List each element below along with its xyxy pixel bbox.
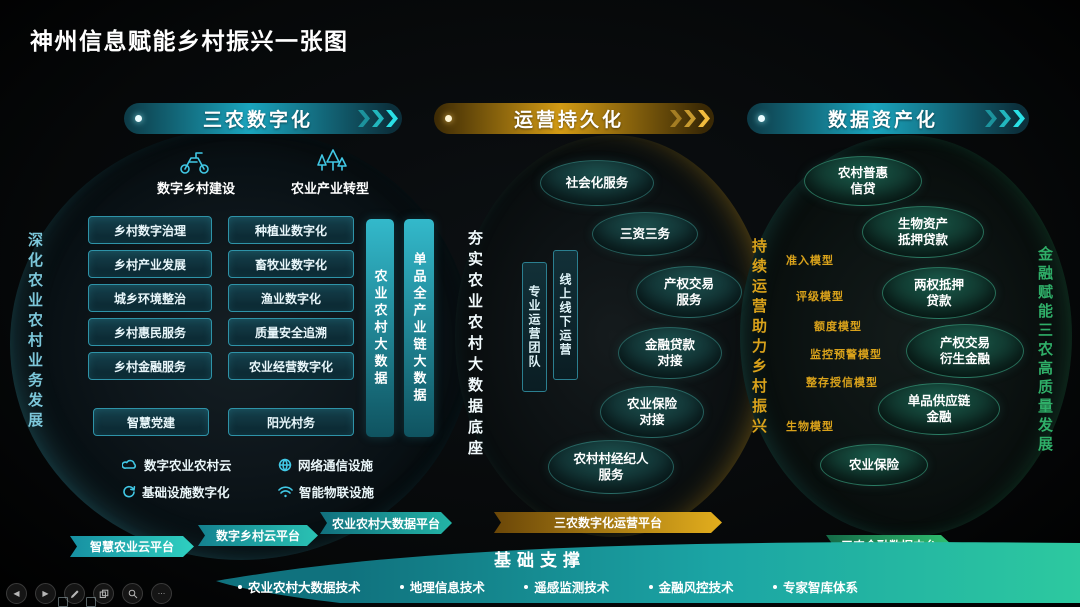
magnifier-icon bbox=[128, 589, 137, 598]
footer-item: 金融风控技术 bbox=[649, 577, 734, 596]
service-ellipse: 金融贷款 对接 bbox=[618, 327, 722, 379]
finance-ellipse: 产权交易 衍生金融 bbox=[906, 324, 1024, 378]
finance-ellipse: 单品供应链 金融 bbox=[878, 383, 1000, 435]
header-dot-icon bbox=[758, 115, 765, 122]
model-label: 监控预警模型 bbox=[810, 349, 882, 361]
model-label: 整存授信模型 bbox=[806, 377, 878, 389]
col2-right-vertical-text: 持续运营助力乡村振兴 bbox=[750, 238, 767, 438]
header-sannong-digitalization: 三农数字化 bbox=[124, 103, 402, 134]
pill-item: 畜牧业数字化 bbox=[228, 250, 354, 278]
infra-item: 智能物联设施 bbox=[278, 482, 374, 501]
header-dot-icon bbox=[135, 115, 142, 122]
header-dot-icon bbox=[445, 115, 452, 122]
col1-right-vertical-text: 夯实农业农村大数据底座 bbox=[466, 230, 483, 461]
service-ellipse: 农业保险 对接 bbox=[600, 386, 704, 438]
platform-arrow: 农业农村大数据平台 bbox=[320, 512, 452, 534]
chevrons-icon bbox=[356, 110, 398, 127]
pill-item: 城乡环境整治 bbox=[88, 284, 212, 312]
refresh-digitize-icon bbox=[123, 485, 136, 497]
more-options-button[interactable]: … bbox=[151, 583, 172, 604]
pill-item: 乡村产业发展 bbox=[88, 250, 212, 278]
pill-item: 农业经营数字化 bbox=[228, 352, 354, 380]
pen-tool-button[interactable] bbox=[64, 583, 85, 604]
page-title: 神州信息赋能乡村振兴一张图 bbox=[30, 28, 349, 54]
infra-label: 智能物联设施 bbox=[299, 486, 375, 500]
pen-icon bbox=[70, 589, 79, 598]
finance-ellipse: 农业保险 bbox=[820, 444, 928, 486]
col1-left-vertical-text: 深化农业农村业务发展 bbox=[26, 232, 43, 432]
pill-item: 种植业数字化 bbox=[228, 216, 354, 244]
pill-item: 渔业数字化 bbox=[228, 284, 354, 312]
finance-ellipse: 农村普惠 信贷 bbox=[804, 156, 922, 206]
footer-item: 遥感监测技术 bbox=[524, 577, 609, 596]
zoom-button[interactable] bbox=[122, 583, 143, 604]
footer-item: 地理信息技术 bbox=[400, 577, 485, 596]
infra-item: 数字农业农村云 bbox=[122, 455, 232, 474]
prev-icon: ◀ bbox=[13, 588, 20, 598]
cloud-icon bbox=[122, 459, 137, 469]
scooter-icon bbox=[180, 152, 209, 174]
chevrons-icon bbox=[668, 110, 710, 127]
pill-item: 乡村数字治理 bbox=[88, 216, 212, 244]
taskbar-icon bbox=[58, 597, 68, 607]
service-ellipse: 产权交易 服务 bbox=[636, 266, 742, 318]
header-label: 运营持久化 bbox=[513, 110, 624, 131]
ops-bar-professional-team: 专业运营团队 bbox=[522, 262, 547, 392]
infra-item: 基础设施数字化 bbox=[122, 482, 230, 501]
data-bar-agri-rural: 农业农村大数据 bbox=[366, 219, 394, 437]
header-label: 三农数字化 bbox=[202, 110, 313, 131]
group-label-digital-village: 数字乡村建设 bbox=[156, 181, 235, 196]
pill-item: 质量安全追溯 bbox=[228, 318, 354, 346]
network-globe-icon bbox=[278, 458, 292, 471]
footer-item: 农业农村大数据技术 bbox=[238, 577, 361, 596]
service-ellipse: 社会化服务 bbox=[540, 160, 654, 206]
next-icon: ▶ bbox=[42, 588, 49, 598]
service-ellipse: 三资三务 bbox=[592, 212, 698, 256]
header-operation-persistence: 运营持久化 bbox=[434, 103, 714, 134]
pill-item: 智慧党建 bbox=[93, 408, 209, 436]
trees-icon bbox=[317, 149, 347, 171]
model-label: 额度模型 bbox=[814, 321, 862, 333]
footer-item: 专家智库体系 bbox=[773, 577, 858, 596]
prev-slide-button[interactable]: ◀ bbox=[6, 583, 27, 604]
infra-label: 数字农业农村云 bbox=[144, 459, 232, 473]
infra-label: 基础设施数字化 bbox=[142, 486, 230, 500]
col3-right-vertical-text: 金融赋能三农高质量发展 bbox=[1036, 246, 1053, 455]
player-controls: ◀ ▶ … bbox=[6, 583, 172, 604]
service-ellipse: 农村村经纪人 服务 bbox=[548, 440, 674, 494]
more-icon: … bbox=[157, 586, 166, 596]
group-label-agri-transform: 农业产业转型 bbox=[290, 181, 369, 196]
platform-arrow-gold: 三农数字化运营平台 bbox=[494, 512, 722, 533]
pill-item: 乡村金融服务 bbox=[88, 352, 212, 380]
slide-panel-button[interactable] bbox=[93, 583, 114, 604]
infra-label: 网络通信设施 bbox=[298, 459, 374, 473]
footer-items: 农业农村大数据技术 地理信息技术 遥感监测技术 金融风控技术 专家智库体系 bbox=[238, 577, 858, 596]
header-data-assetization: 数据资产化 bbox=[747, 103, 1029, 134]
pill-item: 阳光村务 bbox=[228, 408, 354, 436]
model-label: 生物模型 bbox=[786, 421, 834, 433]
infra-item: 网络通信设施 bbox=[278, 455, 373, 474]
chevrons-icon bbox=[983, 110, 1025, 127]
finance-ellipse: 生物资产 抵押贷款 bbox=[862, 206, 984, 258]
model-label: 评级模型 bbox=[796, 291, 844, 303]
taskbar-icon bbox=[86, 597, 96, 607]
next-slide-button[interactable]: ▶ bbox=[35, 583, 56, 604]
platform-arrow: 数字乡村云平台 bbox=[198, 525, 318, 546]
platform-arrow: 智慧农业云平台 bbox=[70, 536, 194, 557]
finance-ellipse: 两权抵押 贷款 bbox=[882, 267, 996, 319]
data-bar-single-product: 单品全产业链大数据 bbox=[404, 219, 434, 437]
footer-banner-title: 基础支撑 bbox=[494, 551, 586, 570]
slides-icon bbox=[99, 589, 108, 598]
header-label: 数据资产化 bbox=[827, 110, 938, 131]
ops-bar-online-offline: 线上线下运营 bbox=[553, 250, 578, 380]
iot-signal-icon bbox=[278, 486, 293, 498]
model-label: 准入模型 bbox=[786, 255, 834, 267]
pill-item: 乡村惠民服务 bbox=[88, 318, 212, 346]
